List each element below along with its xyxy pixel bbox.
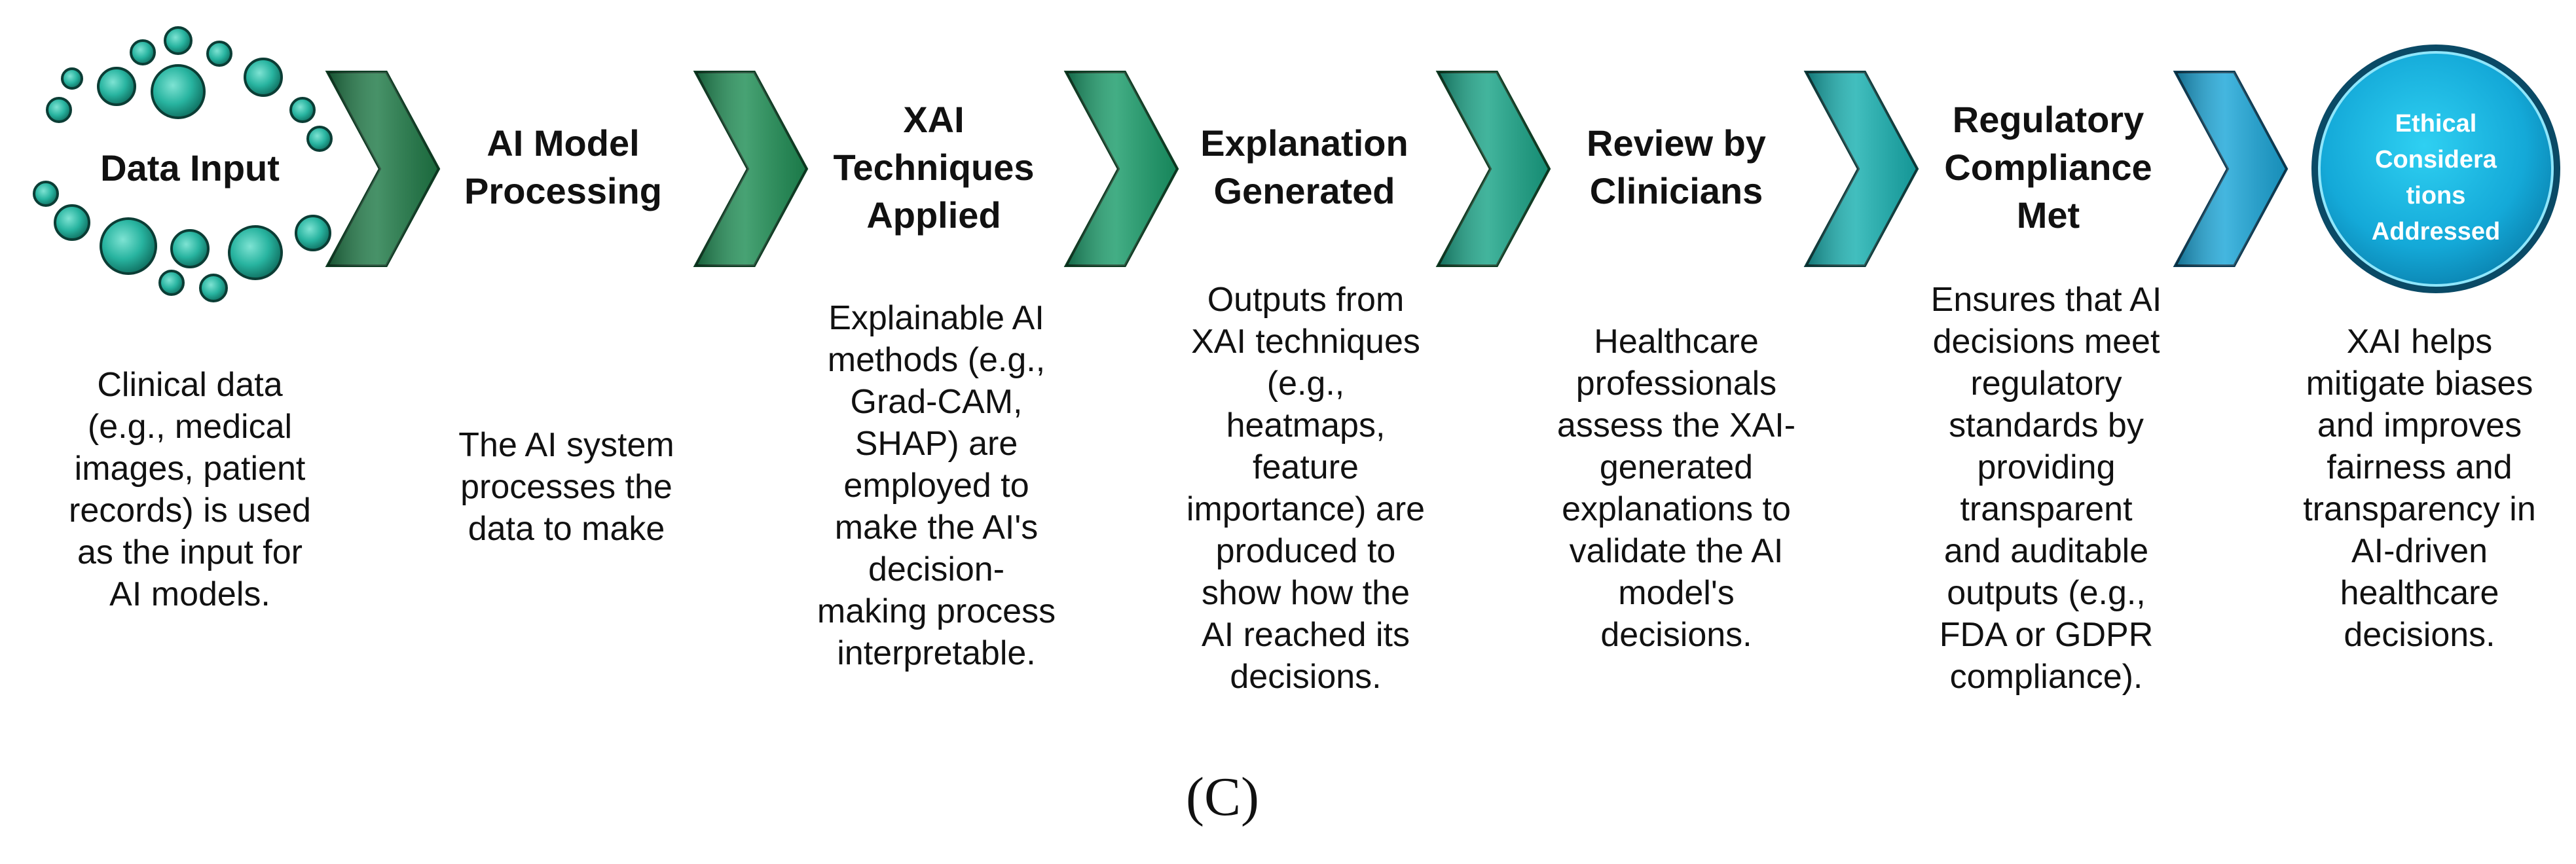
bubble-icon <box>164 26 193 55</box>
step-description-data-input: Clinical data (e.g., medical images, pat… <box>69 366 311 613</box>
bubble-icon <box>130 39 156 65</box>
step-title-ai-model-processing: AI Model Processing <box>464 122 662 211</box>
chevron-arrow-icon <box>325 71 441 267</box>
bubble-icon <box>97 67 136 106</box>
chevron-arrow-icon <box>1063 71 1179 267</box>
step-description-explanation-generated: Outputs from XAI techniques (e.g., heatm… <box>1186 281 1426 696</box>
chevron-arrow-icon <box>693 71 809 267</box>
step-description-ethical-considerations: XAI helps mitigate biases and improves f… <box>2303 323 2536 654</box>
bubble-icon <box>158 270 185 296</box>
bubble-icon <box>61 67 83 90</box>
bubble-icon <box>100 217 157 275</box>
final-step-circle <box>2318 51 2554 287</box>
figure-label: (C) <box>1186 766 1259 827</box>
chevron-arrow-icon <box>2173 71 2289 267</box>
step-title-ethical-considerations: Ethical Considera tions Addressed <box>2371 110 2501 245</box>
bubble-icon <box>306 126 333 152</box>
step-description-review-by-clinicians: Healthcare professionals assess the XAI-… <box>1556 323 1796 654</box>
bubble-icon <box>54 204 90 241</box>
bubble-icon <box>295 215 331 251</box>
ethical-considerations-circle <box>2311 45 2560 293</box>
bubble-icon <box>46 97 72 123</box>
bubble-icon <box>289 97 316 123</box>
bubble-icon <box>170 229 210 268</box>
chevron-arrow-icon <box>1435 71 1551 267</box>
data-input-bubble-cluster <box>33 26 333 302</box>
bubble-icon <box>33 181 59 207</box>
bubble-icon <box>199 274 228 302</box>
step-description-ai-model-processing: The AI system processes the data to make <box>458 426 674 548</box>
step-title-explanation-generated: Explanation Generated <box>1200 122 1408 211</box>
bubble-icon <box>151 64 206 119</box>
step-title-review-by-clinicians: Review by Clinicians <box>1587 122 1766 211</box>
chevron-arrow-icon <box>1803 71 1919 267</box>
bubble-icon <box>244 58 283 97</box>
step-description-regulatory-compliance-met: Ensures that AI decisions meet regulator… <box>1930 281 2162 696</box>
step-title-xai-techniques-applied: XAI Techniques Applied <box>833 99 1035 236</box>
flow-chevrons <box>325 71 2289 267</box>
bubble-icon <box>228 225 283 280</box>
bubble-icon <box>206 41 232 67</box>
step-title-data-input: Data Input <box>100 147 280 189</box>
step-description-xai-techniques-applied: Explainable AI methods (e.g., Grad-CAM, … <box>817 299 1056 672</box>
step-title-regulatory-compliance-met: Regulatory Compliance Met <box>1944 99 2152 236</box>
